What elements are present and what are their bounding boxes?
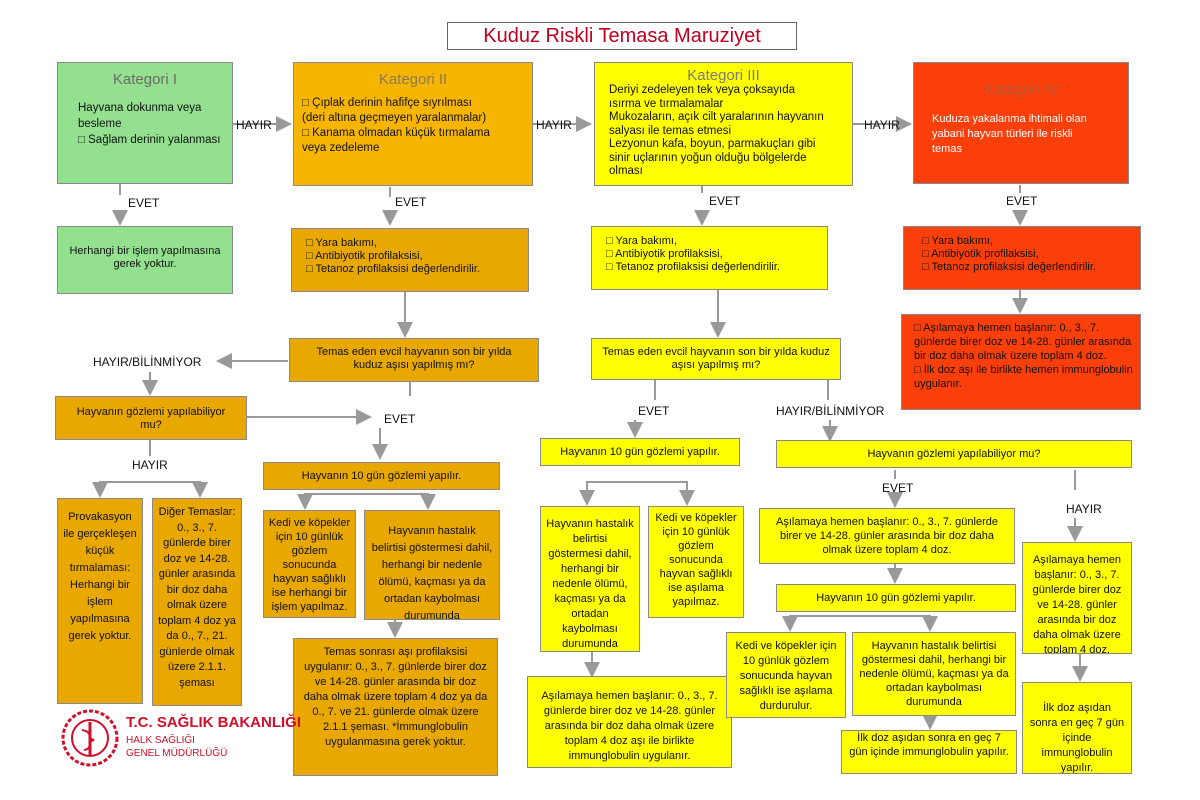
care-item: □ Yara bakımı, (306, 237, 378, 249)
category-1-result: Herhangi bir işlem yapılmasına gerek yok… (57, 226, 233, 294)
category-1-description: Hayvana dokunma veya besleme □ Sağlam de… (58, 88, 232, 148)
category-3-description: Deriyi zedeleyen tek veya çoksayıda ısır… (595, 84, 852, 179)
category-2-care: □ Yara bakımı, □ Antibiyotik profilaksis… (291, 228, 529, 292)
category-3-immunoglobulin-7: İlk doz aşıdan sonra en geç 7 gün içinde… (841, 730, 1017, 774)
category-4-vaccinate: □ Aşılamaya hemen başlanır: 0., 3., 7. g… (901, 314, 1141, 410)
care-item: □ Yara bakımı, (606, 235, 678, 247)
category-3-observe-10b: Hayvanın 10 gün gözlemi yapılır. (776, 584, 1016, 612)
category-2-question: Temas eden evcil hayvanın son bir yılda … (289, 338, 539, 382)
ministry-logo: T.C. SAĞLIK BAKANLIĞI HALK SAĞLIĞI GENEL… (60, 708, 320, 780)
cat4-line: yabani hayvan türleri ile riskli (932, 128, 1073, 140)
cat3-line: Lezyonun kafa, boyun, parmakuçları gibi (609, 138, 816, 150)
cat2-line: □ Çıplak derinin hafifçe sıyrılması (302, 97, 472, 109)
label-hayir: HAYIR (864, 118, 900, 132)
care-item: □ Tetanoz profilaksisi değerlendirilir. (922, 261, 1096, 273)
label-hayir: HAYIR (132, 458, 168, 472)
label-evet: EVET (395, 195, 427, 209)
care-item: □ Antibiyotik profilaksisi, (306, 250, 423, 262)
category-4-care: □ Yara bakımı, □ Antibiyotik profilaksis… (903, 226, 1141, 290)
cat4-immunoglobulin-text: □ İlk doz aşı ile birlikte hemen immungl… (914, 364, 1133, 390)
category-3-sick-2: Hayvanın hastalık belirtisi göstermesi d… (852, 632, 1016, 716)
category-3-observe-question: Hayvanın gözlemi yapılabiliyor mu? (776, 440, 1132, 468)
care-item: □ Yara bakımı, (922, 235, 994, 247)
category-3-vaccinate-no-observe: Aşılamaya hemen başlanır: 0., 3., 7. gün… (1022, 542, 1132, 654)
category-2-sick: Hayvanın hastalık belirtisi göstermesi d… (364, 510, 500, 620)
care-item: □ Tetanoz profilaksisi değerlendirilir. (306, 263, 480, 275)
cat3-line: Mukozaların, açık cilt yaralarının hayva… (609, 111, 824, 123)
page-title: Kuduz Riskli Temasa Maruziyet (447, 22, 797, 50)
cat3-line: olması (609, 165, 643, 177)
category-2-provocation: Provakasyon ile gerçekleşen küçük tırmal… (57, 498, 143, 704)
category-2-description: □ Çıplak derinin hafifçe sıyrılması (der… (294, 88, 532, 156)
cat4-line: Kuduza yakalanma ihtimali olan (932, 113, 1087, 125)
cat4-line: temas (932, 143, 962, 155)
category-3-observe-10: Hayvanın 10 gün gözlemi yapılır. (540, 438, 740, 466)
cat1-line: besleme (78, 118, 122, 130)
label-evet: EVET (1006, 194, 1038, 208)
category-2-prophylaxis: Temas sonrası aşı profilaksisi uygulanır… (293, 638, 498, 776)
cat2-line: veya zedeleme (302, 142, 380, 154)
category-3-care: □ Yara bakımı, □ Antibiyotik profilaksis… (591, 226, 828, 290)
category-2-observe-question: Hayvanın gözlemi yapılabiliyor mu? (55, 396, 247, 440)
label-evet: EVET (128, 196, 160, 210)
category-1-box: Kategori I Hayvana dokunma veya besleme … (57, 62, 233, 184)
label-hayir: HAYIR (236, 118, 272, 132)
logo-line-2: HALK SAĞLIĞI (126, 735, 195, 746)
category-3-title: Kategori III (687, 67, 760, 84)
category-3-question: Temas eden evcil hayvanın son bir yılda … (591, 338, 841, 380)
care-item: □ Antibiyotik profilaksisi, (606, 248, 723, 260)
category-4-title: Kategori IV (983, 81, 1059, 98)
cat3-line: Deriyi zedeleyen tek veya çoksayıda (609, 84, 796, 96)
cat3-line: ısırma ve tırmalamalar (609, 97, 724, 110)
cat2-line: (deri altına geçmeyen yaralanmalar) (302, 112, 487, 124)
cat1-line: □ Sağlam derinin yalanması (78, 134, 221, 146)
label-hayir-bilinmiyor: HAYIR/BİLİNMİYOR (776, 404, 885, 418)
label-hayir-bilinmiyor: HAYIR/BİLİNMİYOR (93, 355, 202, 369)
cat2-line: □ Kanama olmadan küçük tırmalama (302, 127, 490, 139)
cat3-line: salyası ile temas etmesi (609, 124, 732, 137)
label-hayir: HAYIR (1066, 502, 1102, 516)
label-hayir: HAYIR (536, 118, 572, 132)
category-3-vaccinate-start: Aşılamaya hemen başlanır: 0., 3., 7. gün… (759, 508, 1015, 564)
category-2-observe-10: Hayvanın 10 gün gözlemi yapılır. (263, 462, 500, 490)
label-evet: EVET (709, 194, 741, 208)
category-2-box: Kategori II □ Çıplak derinin hafifçe sıy… (293, 62, 533, 186)
logo-line-3: GENEL MÜDÜRLÜĞÜ (126, 748, 228, 759)
label-evet: EVET (384, 412, 416, 426)
logo-line-1: T.C. SAĞLIK BAKANLIĞI (126, 714, 301, 731)
label-evet: EVET (882, 481, 914, 495)
ministry-emblem-icon (61, 709, 119, 767)
category-3-sick: Hayvanın hastalık belirtisi göstermesi d… (540, 506, 640, 652)
care-item: □ Antibiyotik profilaksisi, (922, 248, 1039, 260)
cat3-line: sinir uçlarının yoğun olduğu bölgelerde (609, 151, 807, 164)
category-4-description: Kuduza yakalanma ihtimali olan yabani ha… (914, 98, 1128, 157)
category-3-dogs-healthy-2: Kedi ve köpekler için 10 günlük gözlem s… (726, 632, 846, 718)
category-4-box: Kategori IV Kuduza yakalanma ihtimali ol… (913, 62, 1129, 184)
cat4-vaccinate-text: □ Aşılamaya hemen başlanır: 0., 3., 7. g… (914, 322, 1132, 362)
category-3-immunoglobulin-7b: İlk doz aşıdan sonra en geç 7 gün içinde… (1022, 682, 1132, 774)
category-3-vaccinate-immunoglobulin: Aşılamaya hemen başlanır: 0., 3., 7. gün… (527, 676, 732, 768)
category-2-title: Kategori II (378, 71, 448, 88)
cat1-line: Hayvana dokunma veya (78, 102, 202, 114)
category-3-box: Kategori III Deriyi zedeleyen tek veya ç… (594, 62, 853, 186)
category-2-dogs-healthy: Kedi ve köpekler için 10 günlük gözlem s… (263, 510, 356, 618)
category-3-dogs-healthy: Kedi ve köpekler için 10 günlük gözlem s… (648, 506, 744, 618)
care-item: □ Tetanoz profilaksisi değerlendirilir. (606, 261, 780, 273)
category-1-title: Kategori I (112, 71, 178, 88)
category-2-other-contacts: Diğer Temaslar: 0., 3., 7. günlerde bire… (152, 498, 242, 706)
label-evet: EVET (638, 404, 670, 418)
